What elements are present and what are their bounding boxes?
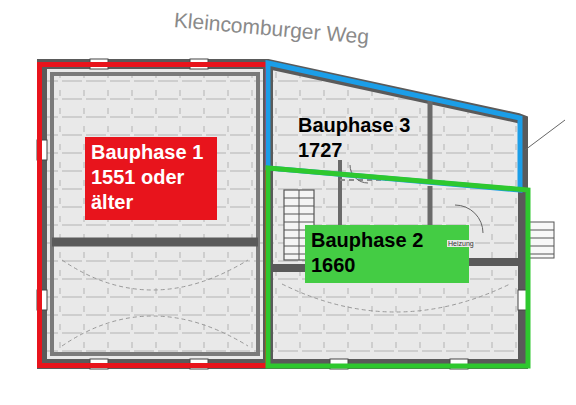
phase-label: Bauphase 21660 [305,225,469,283]
building-phase-region: Bauphase 11551 oder älter [37,62,270,368]
phase-date: 1727 [298,138,410,163]
phase-name: Bauphase 1 [91,140,211,165]
street-name: Kleincomburger Weg [173,8,370,49]
phase-label: Bauphase 11551 oder älter [85,137,217,220]
room-label: Heizung [447,240,475,247]
phase-date: 1551 oder älter [91,165,185,215]
phase-date: 1660 [311,253,463,278]
phase-label: Bauphase 31727 [292,110,416,168]
phase-name: Bauphase 3 [298,113,410,138]
building-phase-region: Bauphase 21660 [266,166,530,368]
phase-name: Bauphase 2 [311,228,463,253]
